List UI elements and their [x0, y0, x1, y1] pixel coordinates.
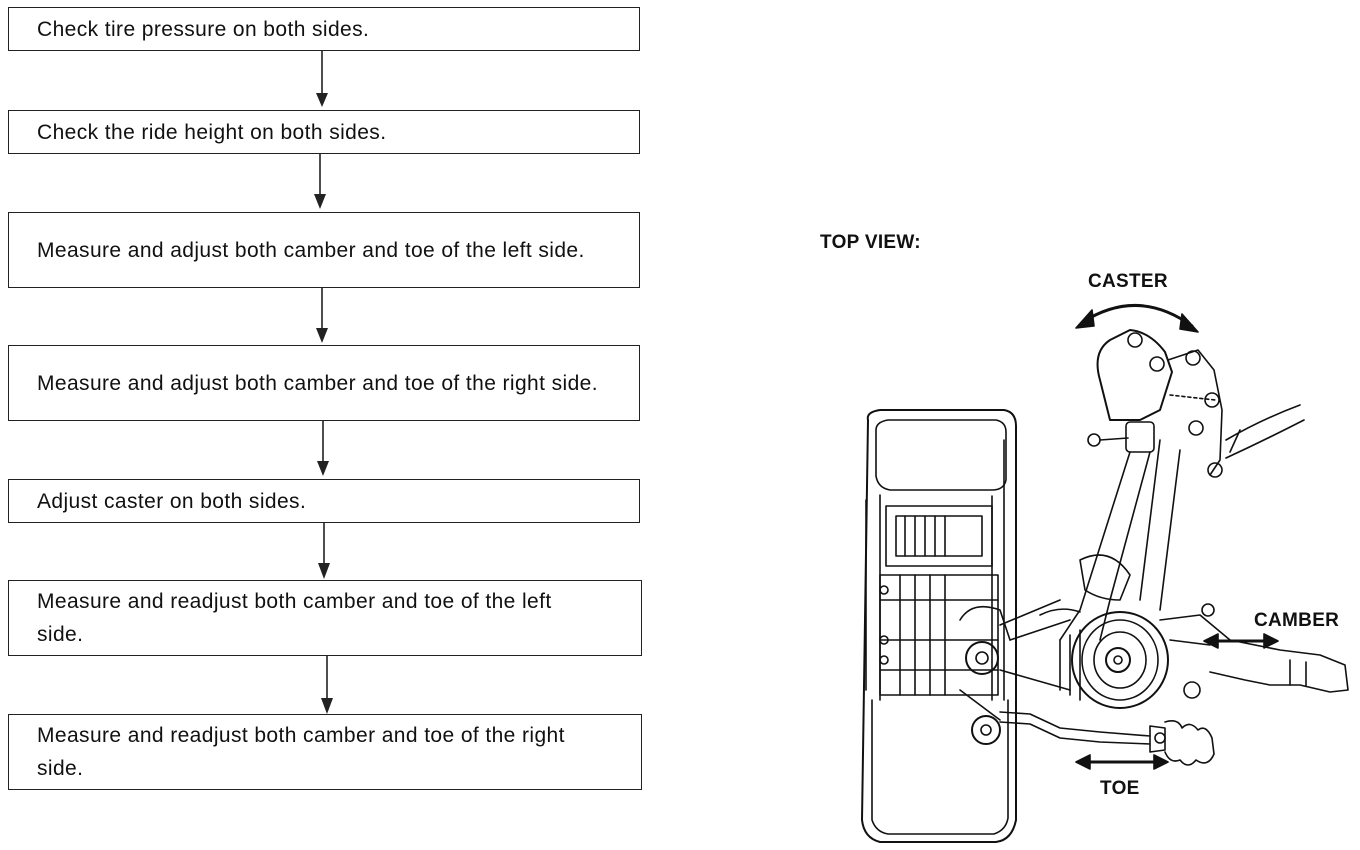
tire-icon [861, 409, 1017, 843]
step-text-3: Measure and adjust both camber and toe o… [37, 238, 585, 262]
step-box-5: Adjust caster on both sides. [8, 479, 640, 523]
flow-arrow-3 [316, 288, 328, 343]
differential-icon [999, 599, 1169, 709]
toe-rod-icon [999, 711, 1215, 766]
step-text-5: Adjust caster on both sides. [37, 489, 307, 513]
brake-rotor-icon [879, 505, 999, 696]
step-box-1: Check tire pressure on both sides. [8, 7, 640, 51]
upper-arm-icon [1087, 329, 1223, 478]
flow-arrow-6 [321, 656, 333, 714]
flow-arrow-4 [317, 421, 329, 476]
step-box-3: Measure and adjust both camber and toe o… [8, 212, 640, 288]
flow-arrow-5 [318, 523, 330, 579]
flow-arrow-1 [316, 51, 328, 107]
upright-arm-icon [1059, 439, 1181, 641]
camber-link-icon [1159, 603, 1349, 699]
toe-arrow-icon [1075, 754, 1169, 770]
step-text-7: Measure and readjust both camber and toe… [37, 724, 565, 780]
camber-label: CAMBER [1254, 610, 1340, 631]
flow-arrow-2 [314, 154, 326, 209]
step-box-6: Measure and readjust both camber and toe… [8, 580, 642, 656]
knuckle-icon [959, 605, 1011, 745]
chassis-member-icon [1225, 404, 1305, 459]
toe-label: TOE [1100, 778, 1140, 799]
top-view-label: TOP VIEW: [820, 232, 921, 253]
step-box-4: Measure and adjust both camber and toe o… [8, 345, 640, 421]
step-text-1: Check tire pressure on both sides. [37, 17, 370, 41]
step-text-6: Measure and readjust both camber and toe… [37, 590, 552, 646]
step-box-7: Measure and readjust both camber and toe… [8, 714, 642, 790]
suspension-illustration [861, 304, 1349, 843]
caster-label: CASTER [1088, 271, 1168, 292]
camber-arrow-icon [1203, 633, 1279, 649]
step-text-2: Check the ride height on both sides. [37, 120, 387, 144]
step-text-4: Measure and adjust both camber and toe o… [37, 371, 598, 395]
caster-arrow-icon [1075, 304, 1199, 333]
step-box-2: Check the ride height on both sides. [8, 110, 640, 154]
